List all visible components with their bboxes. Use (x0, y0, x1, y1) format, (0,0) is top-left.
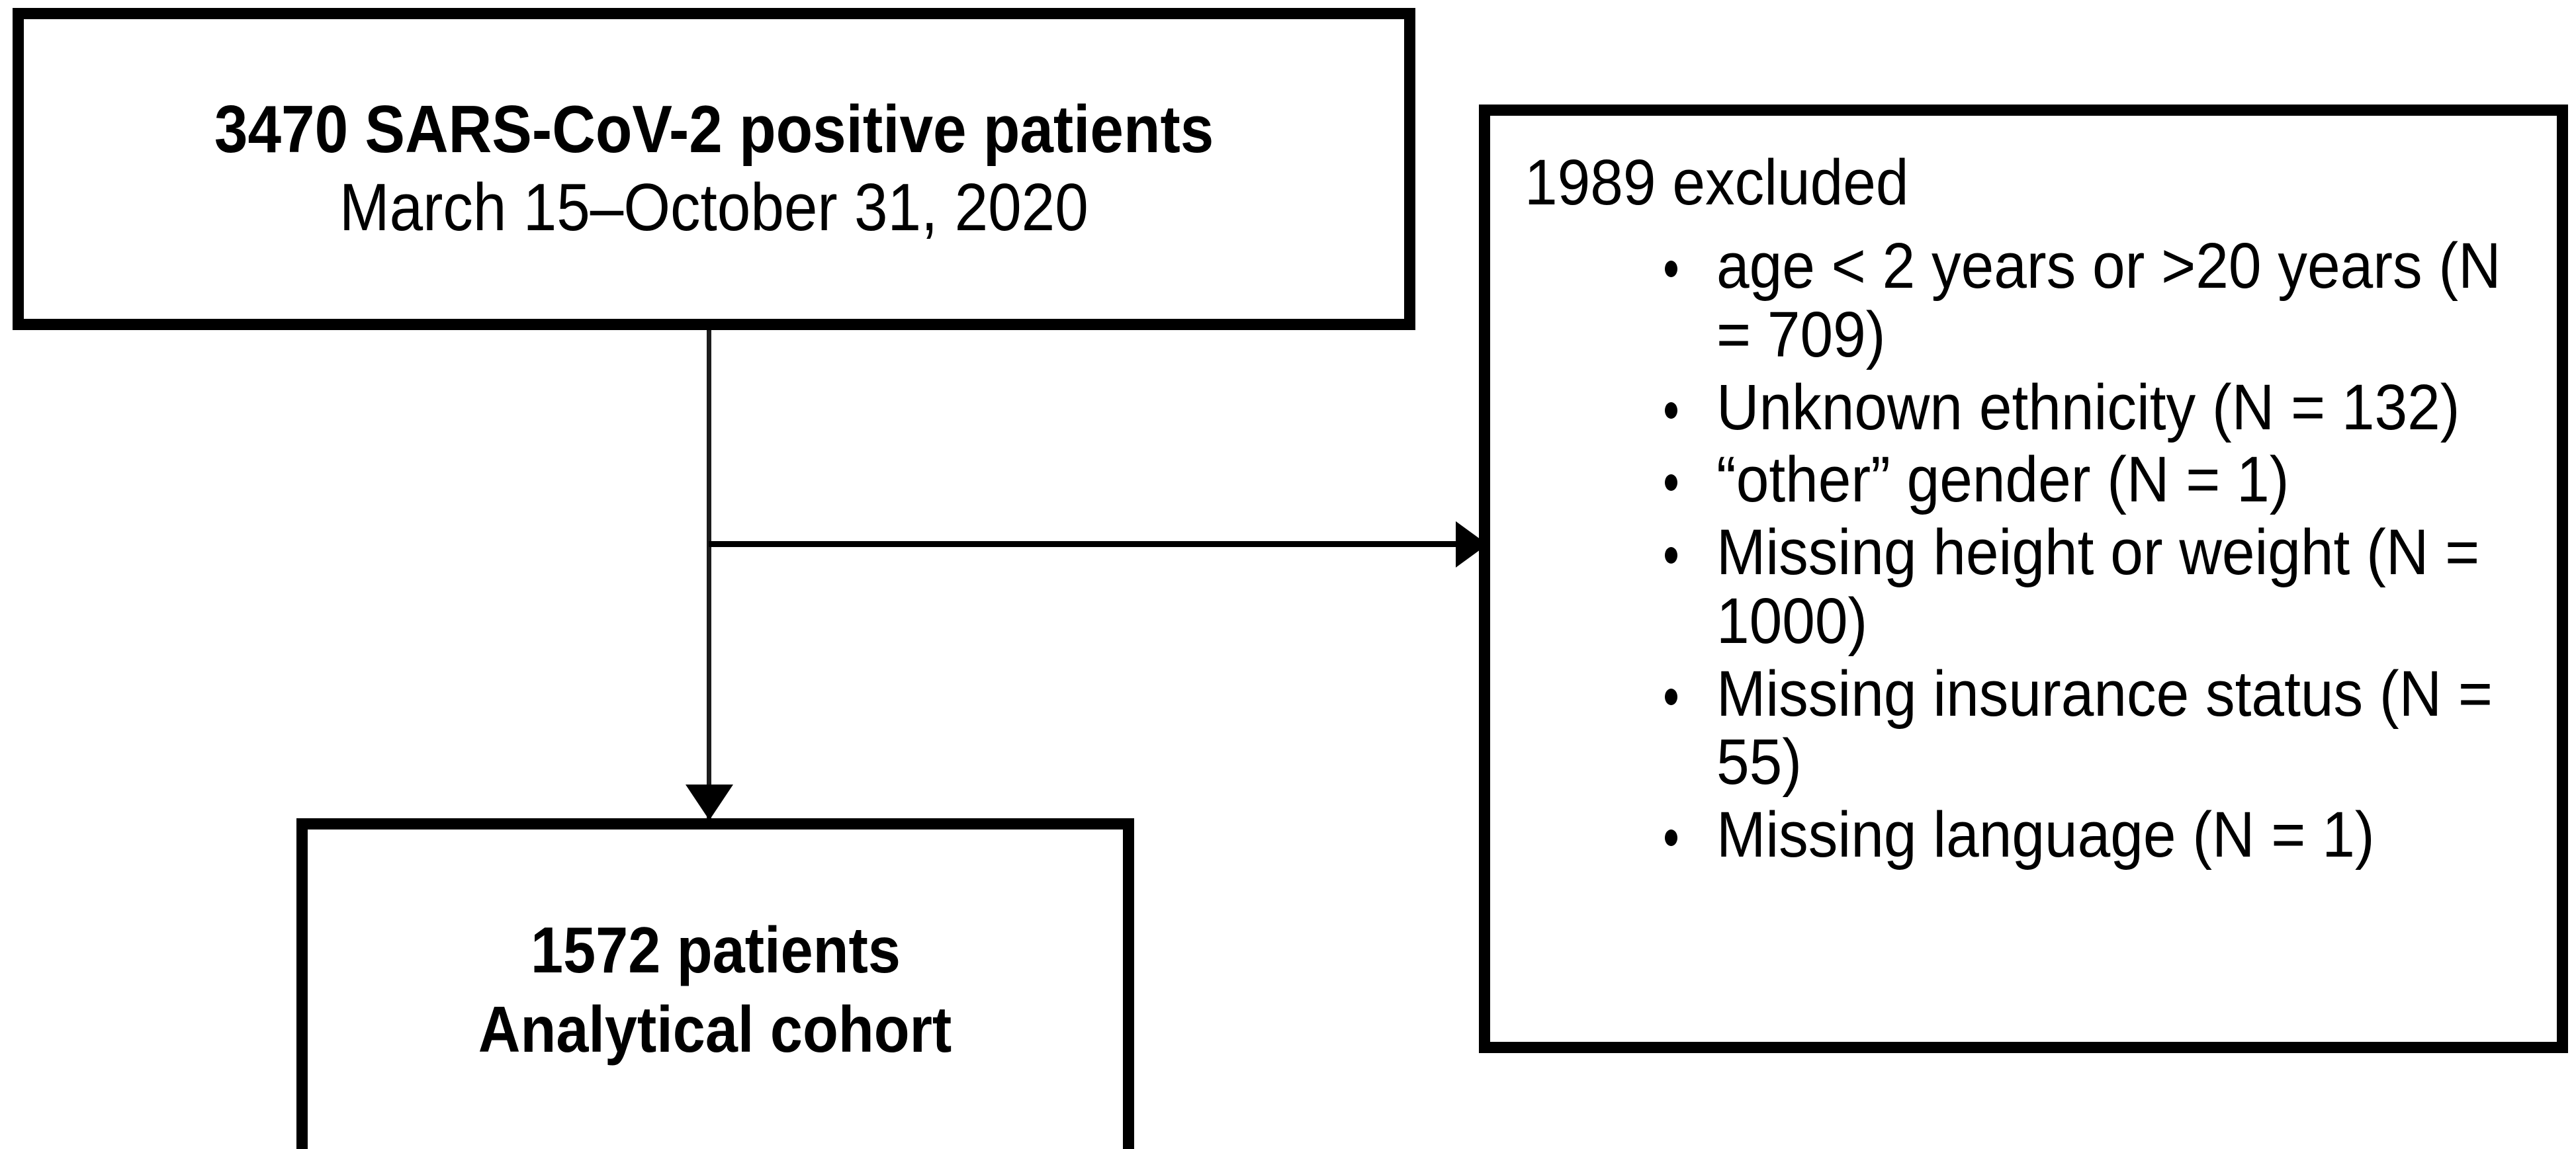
exclusions-heading: 1989 excluded (1525, 146, 1909, 218)
exclusion-reason-age: age < 2 years or >20 years (N = 709) (1716, 230, 2501, 370)
arrowhead-down-icon (686, 785, 733, 820)
source-cohort-box: 3470 SARS-CoV-2 positive patients March … (13, 8, 1415, 330)
list-item: Missing language (N = 1) (1525, 800, 2534, 869)
exclusion-reason-ethnicity: Unknown ethnicity (N = 132) (1716, 370, 2460, 443)
bullet-icon (1665, 547, 1677, 564)
list-item: Missing insurance status (N = 55) (1525, 657, 2534, 798)
bullet-icon (1665, 402, 1677, 419)
exclusion-reason-gender: “other” gender (N = 1) (1716, 443, 2289, 516)
list-item: Missing height or weight (N = 1000) (1525, 518, 2534, 656)
exclusions-box: 1989 excluded age < 2 years or >20 years… (1479, 105, 2568, 1053)
exclusion-reason-language: Missing language (N = 1) (1716, 798, 2375, 871)
analytical-cohort-label: Analytical cohort (478, 993, 952, 1066)
connector-vertical-line (707, 330, 711, 819)
exclusions-list: age < 2 years or >20 years (N = 709) Unk… (1525, 232, 2534, 869)
bullet-icon (1665, 688, 1677, 705)
source-cohort-daterange: March 15–October 31, 2020 (339, 170, 1088, 245)
bullet-icon (1665, 261, 1677, 277)
bullet-icon (1665, 830, 1677, 847)
exclusion-reason-height-weight: Missing height or weight (N = 1000) (1716, 516, 2480, 657)
source-cohort-count: 3470 SARS-CoV-2 positive patients (214, 93, 1214, 167)
list-item: “other” gender (N = 1) (1525, 445, 2534, 514)
analytical-cohort-count: 1572 patients (530, 914, 901, 987)
list-item: Unknown ethnicity (N = 132) (1525, 370, 2534, 443)
list-item: age < 2 years or >20 years (N = 709) (1525, 232, 2534, 369)
connector-horizontal-line (709, 541, 1480, 547)
exclusion-reason-insurance: Missing insurance status (N = 55) (1716, 657, 2493, 798)
analytical-cohort-box: 1572 patients Analytical cohort (296, 818, 1134, 1149)
bullet-icon (1665, 474, 1677, 491)
